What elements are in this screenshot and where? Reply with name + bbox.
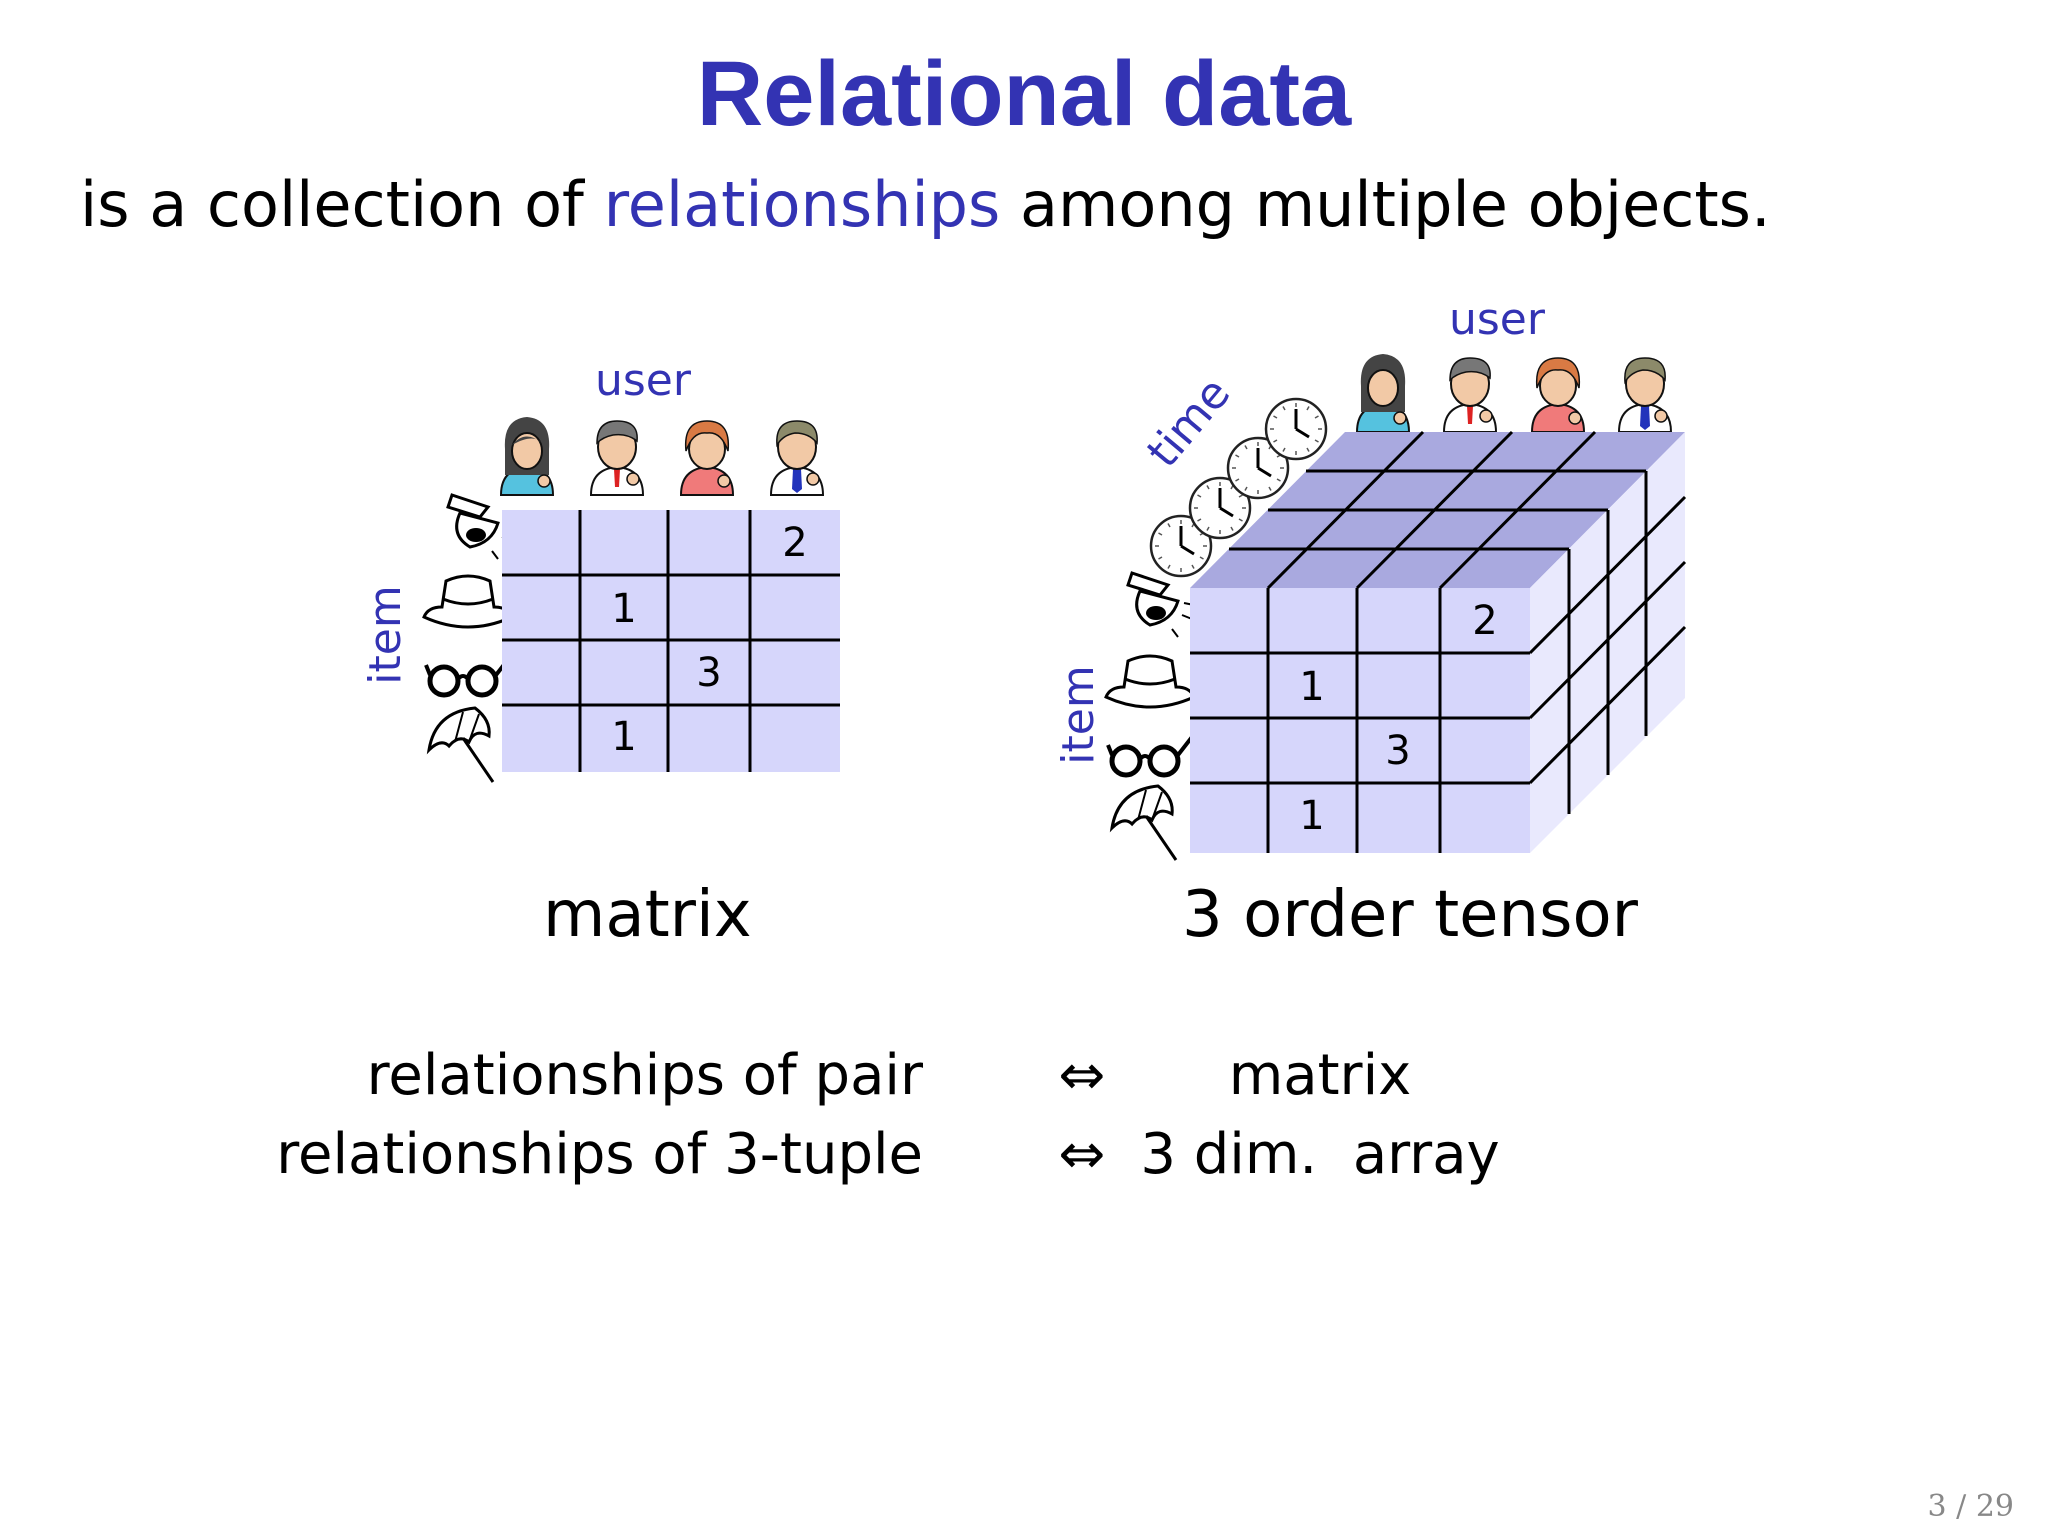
lamp-icon (1126, 571, 1196, 639)
tensor-caption: 3 order tensor (1182, 878, 1638, 952)
tensor-front-face (1190, 588, 1530, 853)
tensor-cell: 2 (1472, 598, 1497, 644)
relation-left: relationships of pair (366, 1043, 923, 1108)
tensor-diagram: user time item (1053, 294, 1687, 862)
matrix-item-label: item (360, 585, 411, 684)
subtitle-before: is a collection of (80, 168, 604, 241)
hat-icon (422, 574, 514, 629)
hat-icon (1104, 654, 1196, 709)
subtitle-highlight: relationships (603, 168, 1001, 241)
matrix-cell: 2 (782, 520, 807, 566)
man-user-icon (589, 420, 645, 496)
clock-icon (1264, 397, 1328, 461)
redhead-user-icon (1530, 357, 1586, 433)
tensor-cell: 1 (1299, 793, 1324, 839)
woman-user-icon (1355, 354, 1411, 433)
man-tie-user-icon (769, 420, 825, 496)
matrix-cell: 1 (611, 586, 636, 632)
woman-user-icon (499, 417, 555, 496)
relation-right: matrix (1228, 1043, 1412, 1108)
relation-right: 3 dim. array (1140, 1122, 1500, 1187)
redhead-user-icon (679, 420, 735, 496)
matrix-user-label: user (595, 355, 692, 406)
tensor-user-label: user (1449, 294, 1546, 345)
matrix-diagram: user item (360, 355, 840, 784)
matrix-cell: 1 (611, 714, 636, 760)
umbrella-icon (427, 706, 495, 784)
glasses-icon (426, 651, 514, 695)
tensor-item-label: item (1053, 665, 1104, 764)
man-user-icon (1442, 357, 1498, 433)
matrix-cell: 3 (696, 650, 721, 696)
glasses-icon (1108, 731, 1196, 775)
relation-symbol: ⇔ (1058, 1122, 1106, 1187)
slide-title: Relational data (696, 43, 1352, 145)
umbrella-icon (1110, 784, 1178, 862)
page-number: 3 / 29 (1927, 1489, 2014, 1524)
tensor-cell: 1 (1299, 664, 1324, 710)
man-tie-user-icon (1617, 357, 1673, 433)
relation-symbol: ⇔ (1058, 1043, 1106, 1108)
subtitle-after: among multiple objects. (1000, 168, 1771, 241)
tensor-cell: 3 (1385, 728, 1410, 774)
slide-subtitle: is a collection of relationships among m… (80, 168, 1771, 241)
relation-left: relationships of 3-tuple (276, 1122, 923, 1187)
matrix-caption: matrix (543, 878, 752, 952)
tensor-time-label: time (1137, 368, 1240, 477)
